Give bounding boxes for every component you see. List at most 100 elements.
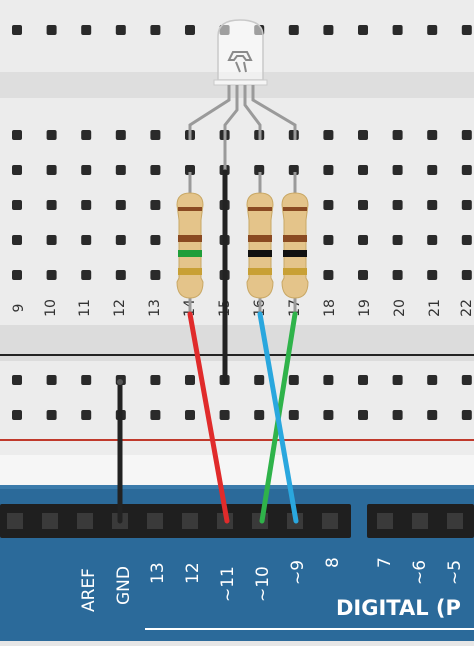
- breadboard-hole: [81, 165, 92, 175]
- breadboard-hole: [81, 410, 92, 420]
- breadboard-hole: [46, 25, 57, 35]
- breadboard-hole: [392, 410, 403, 420]
- column-label: 19: [357, 299, 373, 317]
- breadboard-hole: [150, 235, 161, 245]
- pin-label-7: 7: [375, 557, 395, 568]
- breadboard-hole: [12, 130, 22, 140]
- breadboard-hole: [461, 200, 472, 210]
- header-socket: [147, 513, 163, 529]
- breadboard-hole: [12, 270, 22, 280]
- breadboard-hole: [323, 375, 334, 385]
- breadboard-hole: [81, 375, 92, 385]
- resistor-band: [248, 207, 272, 211]
- breadboard-hole: [358, 130, 368, 140]
- breadboard-hole: [12, 235, 22, 245]
- breadboard-hole: [12, 200, 22, 210]
- column-label: 18: [322, 299, 338, 317]
- pin-label-11: ~11: [218, 566, 238, 602]
- breadboard-hole: [461, 410, 472, 420]
- header-socket: [447, 513, 463, 529]
- column-label: 11: [77, 299, 93, 317]
- breadboard-hole: [427, 25, 438, 35]
- breadboard-hole: [288, 375, 299, 385]
- breadboard-hole: [81, 270, 92, 280]
- breadboard-hole: [392, 375, 403, 385]
- pin-label-9: ~9: [288, 560, 308, 585]
- breadboard-hole: [185, 410, 195, 420]
- led-leg-green: [251, 85, 297, 140]
- breadboard-hole: [46, 375, 57, 385]
- breadboard-hole: [185, 165, 195, 175]
- resistor: [281, 172, 309, 318]
- breadboard-hole: [288, 25, 299, 35]
- breadboard-hole: [323, 25, 334, 35]
- breadboard-hole: [219, 410, 230, 420]
- breadboard-hole: [461, 130, 472, 140]
- resistor-band: [283, 268, 307, 275]
- breadboard-hole: [427, 130, 438, 140]
- breadboard-hole: [358, 410, 368, 420]
- breadboard-hole: [323, 410, 334, 420]
- breadboard-hole: [150, 130, 161, 140]
- breadboard-hole: [185, 25, 195, 35]
- breadboard-hole: [115, 270, 126, 280]
- breadboard-hole: [150, 25, 161, 35]
- resistor-band: [178, 235, 202, 242]
- header-socket: [77, 513, 93, 529]
- breadboard-hole: [461, 235, 472, 245]
- breadboard-hole: [427, 410, 438, 420]
- pin-label-13: 13: [148, 562, 168, 584]
- wire-end: [117, 379, 123, 385]
- breadboard-hole: [81, 235, 92, 245]
- header-socket: [182, 513, 198, 529]
- breadboard-hole: [150, 165, 161, 175]
- column-label: 22: [459, 299, 474, 317]
- resistor-band: [178, 250, 202, 257]
- breadboard-hole: [46, 270, 57, 280]
- led-leg-blue: [243, 85, 262, 140]
- breadboard-hole: [392, 235, 403, 245]
- breadboard-hole: [358, 375, 368, 385]
- breadboard-hole: [427, 200, 438, 210]
- breadboard-hole: [427, 235, 438, 245]
- breadboard-hole: [12, 375, 22, 385]
- digital-section-label: DIGITAL (P: [336, 596, 461, 620]
- header-socket: [7, 513, 23, 529]
- breadboard-bottom-strip: [0, 455, 474, 485]
- resistor-band: [178, 268, 202, 275]
- breadboard-hole: [392, 130, 403, 140]
- breadboard-hole: [461, 270, 472, 280]
- wire-blue-to-pin-9: [257, 311, 299, 524]
- breadboard-hole: [150, 200, 161, 210]
- led-anvil: [227, 51, 253, 73]
- breadboard-hole: [115, 165, 126, 175]
- breadboard-hole: [12, 165, 22, 175]
- header-socket: [377, 513, 393, 529]
- breadboard-hole: [358, 165, 368, 175]
- pin-label-12: 12: [183, 562, 203, 584]
- breadboard-hole: [254, 165, 265, 175]
- breadboard-hole: [115, 130, 126, 140]
- header-socket: [42, 513, 58, 529]
- pin-label-10: ~10: [253, 566, 273, 602]
- breadboard-hole: [12, 410, 22, 420]
- breadboard-hole: [115, 235, 126, 245]
- breadboard-hole: [427, 270, 438, 280]
- breadboard-hole: [392, 25, 403, 35]
- breadboard-hole: [81, 200, 92, 210]
- resistor-band: [283, 235, 307, 242]
- led-body: [217, 19, 264, 81]
- rgb-led: [188, 19, 297, 175]
- led-base: [213, 79, 268, 86]
- wire-red-to-pin-11: [187, 311, 230, 524]
- pin-label-6: ~6: [410, 560, 430, 585]
- resistor: [246, 172, 274, 318]
- breadboard-hole: [81, 25, 92, 35]
- breadboard-hole: [254, 375, 265, 385]
- breadboard-hole: [46, 200, 57, 210]
- breadboard-hole: [427, 375, 438, 385]
- column-label: 20: [392, 299, 408, 317]
- breadboard-hole: [254, 410, 265, 420]
- resistor: [176, 172, 204, 318]
- pin-label-gnd: GND: [114, 566, 134, 605]
